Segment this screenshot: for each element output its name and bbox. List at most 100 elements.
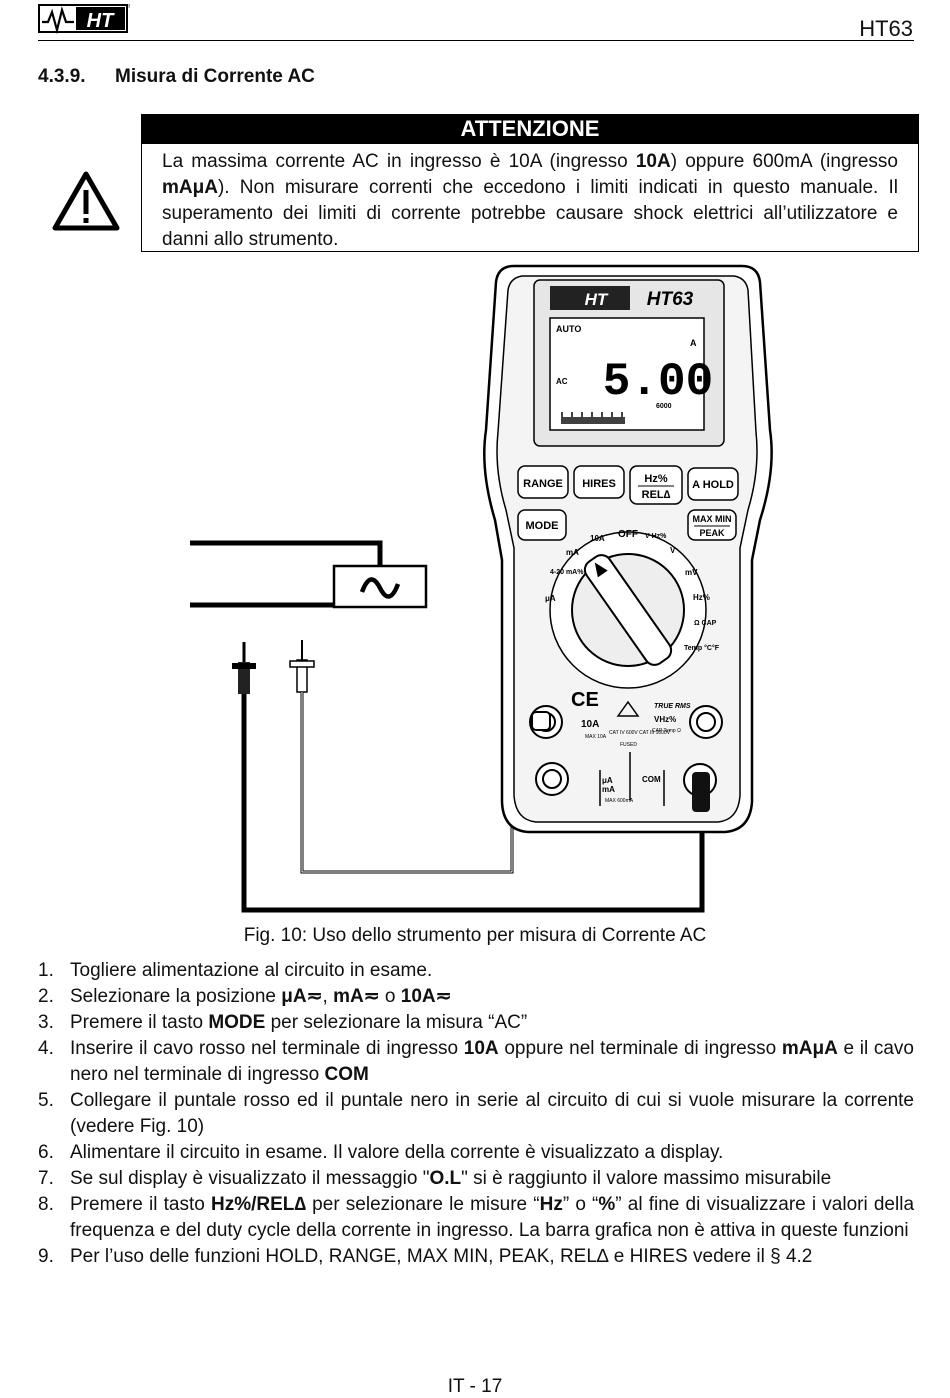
lcd-ac: AC [556, 377, 568, 386]
step-bold: Hz [539, 1194, 563, 1215]
step-bold: % [598, 1194, 616, 1215]
dial-ua: μA [545, 594, 556, 603]
step-item: 8.Premere il tasto Hz%/REL∆ per selezion… [38, 1192, 914, 1244]
ac-dc-symbol-icon: ≂ [306, 986, 323, 1007]
fused-label: FUSED [620, 742, 637, 748]
warning-text-part: La massima corrente AC in ingresso è 10A… [162, 151, 636, 172]
step-text: o [379, 986, 401, 1007]
procedure-steps: 1. Togliere alimentazione al circuito in … [38, 958, 914, 1270]
step-bold: 10A [400, 986, 436, 1007]
step-bold: COM [324, 1064, 369, 1085]
step-bold: mA [333, 986, 364, 1007]
hires-button: HIRES [582, 478, 616, 490]
terminal-10a-max: MAX 10A [585, 734, 607, 740]
black-test-lead [241, 694, 705, 913]
step-bold: μA [281, 986, 307, 1007]
header-divider [38, 40, 914, 41]
step-item: 7. Se sul display è visualizzato il messa… [38, 1166, 914, 1192]
step-text: Selezionare la posizione [70, 986, 282, 1007]
step-text: oppure nel terminale di ingresso [498, 1038, 782, 1059]
step-number: 6. [38, 1142, 54, 1163]
step-number: 2. [38, 986, 54, 1007]
meter-buttons: RANGE HIRES Hz% REL∆ A HOLD MODE MAX MIN… [517, 465, 739, 541]
ce-mark: CE [571, 689, 599, 711]
step-text: Alimentare il circuito in esame. Il valo… [70, 1142, 724, 1163]
terminal-com-label: COM [642, 775, 661, 784]
logo-text: HT [87, 10, 115, 32]
ac-sine-icon [359, 577, 401, 599]
step-text: Per l’uso delle funzioni HOLD, RANGE, MA… [70, 1246, 813, 1267]
step-text: Se sul display è visualizzato il messagg… [70, 1168, 430, 1189]
step-number: 3. [38, 1012, 54, 1033]
multimeter-figure: HT HT63 AUTO AC A 5.00 6000 RANGE HIRES … [190, 264, 773, 913]
step-number: 4. [38, 1038, 54, 1059]
rel-button: REL∆ [642, 489, 671, 501]
step-text: per selezionare le misure “ [306, 1194, 540, 1215]
meter-brand: HT [585, 290, 609, 309]
section-number: 4.3.9. [38, 66, 86, 87]
step-text: per selezionare la misura “AC” [265, 1012, 528, 1033]
step-item: 6. Alimentare il circuito in esame. Il va… [38, 1140, 914, 1166]
step-bold: mAμA [781, 1038, 838, 1059]
step-bold: REL∆ [256, 1194, 307, 1215]
ac-dc-symbol-icon: ≂ [435, 986, 452, 1007]
range-button: RANGE [523, 478, 563, 490]
step-text: Premere il tasto [70, 1012, 209, 1033]
lcd-scale: 6000 [656, 403, 672, 410]
ac-dc-symbol-icon: ≂ [363, 986, 380, 1007]
step-number: 1. [38, 960, 54, 981]
dial-4-20ma: 4-20 mA% [550, 569, 584, 576]
step-text: Collegare il puntale rosso ed il puntale… [70, 1090, 914, 1137]
step-item: 4. Inserire il cavo rosso nel terminale d… [38, 1036, 914, 1088]
mode-button: MODE [526, 520, 559, 532]
step-bold: / [251, 1194, 257, 1215]
warning-text-part: ). Non misurare correnti che eccedono i … [162, 177, 898, 250]
terminal-cap-label: CAP Temp Ω [652, 728, 681, 734]
figure-caption: Fig. 10: Uso dello strumento per misura … [243, 925, 707, 946]
terminal-10a-label: 10A [581, 719, 599, 730]
page-number: IT - 17 [447, 1376, 503, 1397]
lcd-auto: AUTO [556, 324, 581, 334]
dial-vhz: V Hz% [645, 533, 667, 540]
dial-mv: mV [685, 568, 698, 577]
step-item: 9. Per l’uso delle funzioni HOLD, RANGE, … [38, 1244, 914, 1270]
step-text: ” al fine di visualizzare i valori della… [70, 1194, 915, 1241]
step-text: Togliere alimentazione al circuito in es… [70, 960, 433, 981]
step-number: 7. [38, 1168, 54, 1189]
step-number: 9. [38, 1246, 54, 1267]
brand-logo: HT ® [38, 3, 130, 34]
warning-triangle-icon [52, 171, 120, 231]
step-text: e il cavo nero nel terminale di ingresso [70, 1038, 915, 1085]
section-heading: 4.3.9. Misura di Corrente AC [38, 66, 315, 88]
step-bold: Hz% [210, 1194, 252, 1215]
step-text: Inserire il cavo rosso nel terminale di … [70, 1038, 464, 1059]
step-bold: O.L [429, 1168, 462, 1189]
black-plug [692, 772, 710, 812]
step-item: 3. Premere il tasto MODE per selezionare … [38, 1010, 914, 1036]
black-probe [238, 662, 250, 694]
dial-hz: Hz% [693, 593, 710, 602]
lcd-reading: 5.00 [603, 356, 713, 408]
terminal-ma-label: mA [602, 785, 615, 794]
lcd-bargraph [561, 412, 625, 424]
dial-10a: 10A [590, 534, 605, 543]
true-rms-label: TRUE RMS [654, 703, 691, 710]
step-item: 1. Togliere alimentazione al circuito in … [38, 958, 914, 984]
input-terminals [529, 705, 723, 812]
circuit-wire-top [190, 540, 383, 566]
step-text: ” o “ [562, 1194, 599, 1215]
svg-text:®: ® [128, 3, 130, 10]
step-text: " si è raggiunto il valore massimo misur… [461, 1168, 832, 1189]
terminal-warning-icon [616, 700, 640, 717]
warning-text: La massima corrente AC in ingresso è 10A… [162, 149, 898, 253]
hold-button: A HOLD [692, 479, 734, 491]
dial-labels: OFF 10A mA 4-20 mA% μA V Hz% V mV Hz% Ω … [545, 529, 720, 652]
section-title: Misura di Corrente AC [115, 66, 315, 87]
lcd-screen [549, 317, 705, 431]
warning-bold-10a: 10A [635, 151, 671, 172]
step-bold: MODE [208, 1012, 266, 1033]
step-text: Premere il tasto [70, 1194, 211, 1215]
dial-v: V [670, 546, 676, 555]
document-code: HT63 [859, 16, 913, 41]
terminal-ma-max: MAX 600mA [605, 798, 634, 804]
